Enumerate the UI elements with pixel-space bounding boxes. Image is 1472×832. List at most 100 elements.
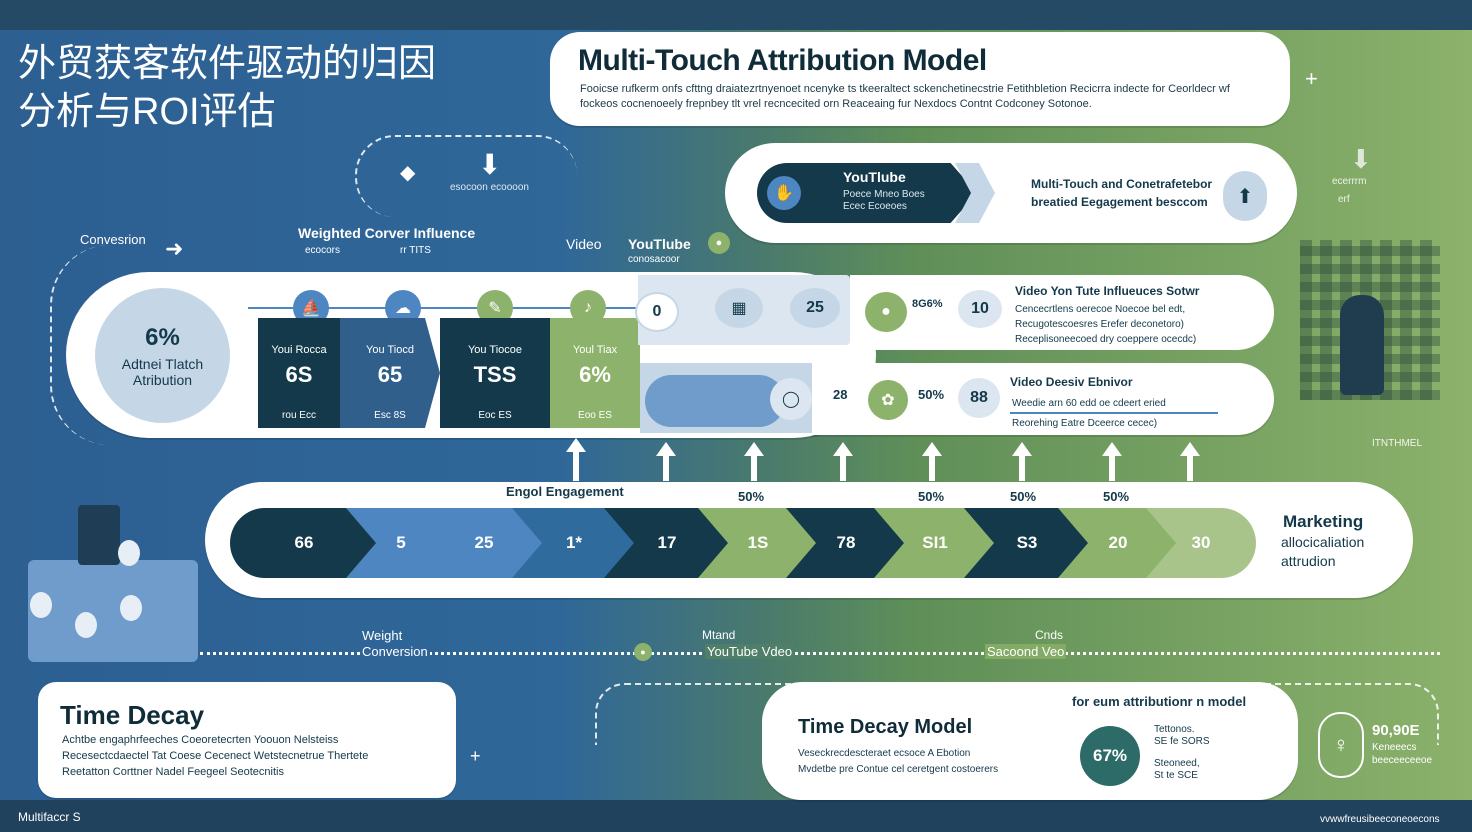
weighted-influence-label: Weighted Corver Influence — [298, 225, 476, 241]
youtube-badge-icon: ● — [708, 232, 730, 254]
small-caption: esocoon ecoooon — [450, 182, 529, 193]
up-arrow-4-stem — [840, 455, 846, 481]
people-illustration — [28, 560, 198, 662]
engagement-label: Engol Engagement — [506, 484, 624, 499]
model-item1a: Tettonos. — [1154, 724, 1195, 735]
dotted-left2: Conversion — [360, 644, 430, 659]
youtube-card-label: YouTlube — [843, 169, 906, 185]
sparkle-icon: + — [470, 746, 481, 766]
dotted-mid1: Mtand — [702, 628, 736, 642]
time-decay-line1: Achtbe engaphrfeeches Coeoretecrten Yoou… — [62, 734, 339, 746]
up-arrow-5-stem — [929, 455, 935, 481]
tile-3-value: TSS — [473, 362, 517, 387]
timeline-annot: 8G6% — [912, 298, 943, 310]
time-decay-model-card: Time Decay Model Veseckrecdescteraet ecs… — [762, 682, 1298, 800]
person-head-4 — [75, 612, 97, 638]
youtube-sub: conosacoor — [628, 254, 680, 265]
tile-1-title: Youi Rocca — [271, 344, 327, 356]
main-subtitle: Fooicse rufkerm onfs cfttng draiatezrtny… — [580, 83, 1230, 110]
down-arrow-icon: ⬇ — [478, 149, 502, 180]
bottom-bar — [0, 800, 1472, 832]
timeline-value-10: 10 — [958, 290, 1002, 328]
right-stub: ecerrrm — [1332, 176, 1367, 187]
main-title: Multi-Touch Attribution Model — [578, 44, 987, 77]
far-right-line3: beeceeceeoe — [1372, 755, 1433, 766]
person-head-2 — [118, 540, 140, 566]
tile-1-value: 6S — [285, 362, 313, 387]
down-arrow-right-icon: ⬇ — [1350, 144, 1372, 174]
time-decay-line2: Recesectcdaectel Tat Coese Cecenect Wets… — [62, 750, 369, 762]
right-stub-3: ITNTHMEL — [1372, 438, 1422, 449]
up-arrow-7-stem — [1109, 455, 1115, 481]
upload-icon: ⬆ — [1223, 171, 1267, 221]
model-item1b: SE fe SORS — [1154, 736, 1210, 747]
tile-4-value: 6% — [579, 362, 611, 387]
diamond-icon: ◆ — [400, 162, 416, 184]
dotted-right1: Cnds — [1035, 628, 1064, 642]
youtube-card-desc2: breatied Eegagement besccom — [1031, 195, 1208, 209]
timeline-value-25: 25 — [790, 288, 840, 328]
tile-3-title: You Tiocoe — [467, 344, 523, 356]
up-arrow-5 — [922, 442, 942, 456]
time-decay-line3: Reetatton Corttner Nadel Feegeel Seotecn… — [62, 766, 284, 778]
up-arrow-1 — [566, 438, 586, 452]
youtube-label: YouTlube — [628, 236, 691, 252]
decay-value-2: 50% — [918, 387, 945, 402]
engagement-pct-3: 50% — [1010, 489, 1037, 504]
up-arrow-3 — [744, 442, 764, 456]
up-arrow-7 — [1102, 442, 1122, 456]
video-label: Video — [566, 236, 602, 252]
up-arrow-4 — [833, 442, 853, 456]
dashed-arc-conversion — [50, 245, 132, 445]
decay-card-line1: Weedie arn 60 edd oe cdeert eried — [1012, 398, 1166, 409]
time-decay-card: Time Decay Achtbe engaphrfeeches Coeoret… — [38, 682, 456, 798]
attribution-line2: Atribution — [132, 371, 193, 388]
model-line1: Veseckrecdescteraet ecsoce A Ebotion — [798, 748, 971, 759]
far-right-line2: Keneeecs — [1372, 742, 1417, 753]
decay-value-1: 28 — [833, 387, 848, 402]
up-arrow-6 — [1012, 442, 1032, 456]
decay-card-title: Video Deesiv Ebnivor — [1010, 375, 1133, 389]
up-arrow-6-stem — [1019, 455, 1025, 481]
monitor-illustration — [78, 505, 120, 565]
keyhole-icon: ♀ — [1318, 712, 1364, 778]
time-decay-title: Time Decay — [60, 700, 205, 730]
footer-left: Multifaccr S — [18, 810, 81, 824]
top-bar — [0, 0, 1472, 30]
dotted-line — [200, 652, 1440, 655]
up-arrow-1-stem — [573, 451, 579, 481]
model-value: 67% — [1080, 726, 1140, 786]
plus-icon: + — [1305, 66, 1318, 91]
tile-4-title: Youl Tiax — [572, 344, 618, 356]
grid-icon: ▦ — [715, 288, 763, 328]
model-right-title: for eum attributionr n model — [1072, 694, 1247, 709]
person-head-1 — [30, 592, 52, 618]
up-arrow-8-stem — [1187, 455, 1193, 481]
tile-2: You Tiocd 65 Esc 8S — [340, 318, 440, 428]
dotted-right2: Sacoond Veo — [985, 644, 1067, 659]
marketing-line2: attrudion — [1281, 553, 1336, 569]
engagement-pct-4: 50% — [1103, 489, 1130, 504]
up-arrow-8 — [1180, 442, 1200, 456]
decay-value-3: 88 — [958, 378, 1000, 418]
video-card-title: Video Yon Tute Influeuces Sotwr — [1015, 284, 1200, 298]
timeline-card-right — [850, 275, 1274, 350]
youtube-card-desc1: Multi-Touch and Conetrafetebor — [1031, 177, 1213, 191]
model-line2: Mvdetbe pre Contue cel ceretgent costoer… — [798, 764, 999, 775]
weighted-sub-left: ecocors — [305, 245, 341, 256]
up-arrow-3-stem — [751, 455, 757, 481]
tile-2-value: 65 — [377, 362, 403, 387]
attribution-value: 6% — [145, 323, 180, 351]
tile-3: You Tiocoe TSS Eoc ES — [440, 318, 550, 428]
model-item2b: St te SCE — [1154, 770, 1198, 781]
far-right-line1: 90,90E — [1372, 722, 1420, 739]
page-title-cn: 外贸获客软件驱动的归因分析与ROI评估 — [18, 43, 437, 133]
tile-1: Youi Rocca 6S rou Ecc — [258, 318, 340, 428]
conversion-arrow-icon: ➜ — [165, 236, 184, 261]
chevron-1: 66 — [230, 508, 378, 578]
decay-node-icon: ◯ — [770, 378, 812, 420]
conversion-label: Convesrion — [80, 232, 146, 247]
person-illustration — [1340, 295, 1384, 395]
youtube-card: ✋ YouTlube Poece Mneo Boes Ecec Ecoeoes … — [725, 143, 1297, 243]
model-title: Time Decay Model — [798, 716, 973, 738]
